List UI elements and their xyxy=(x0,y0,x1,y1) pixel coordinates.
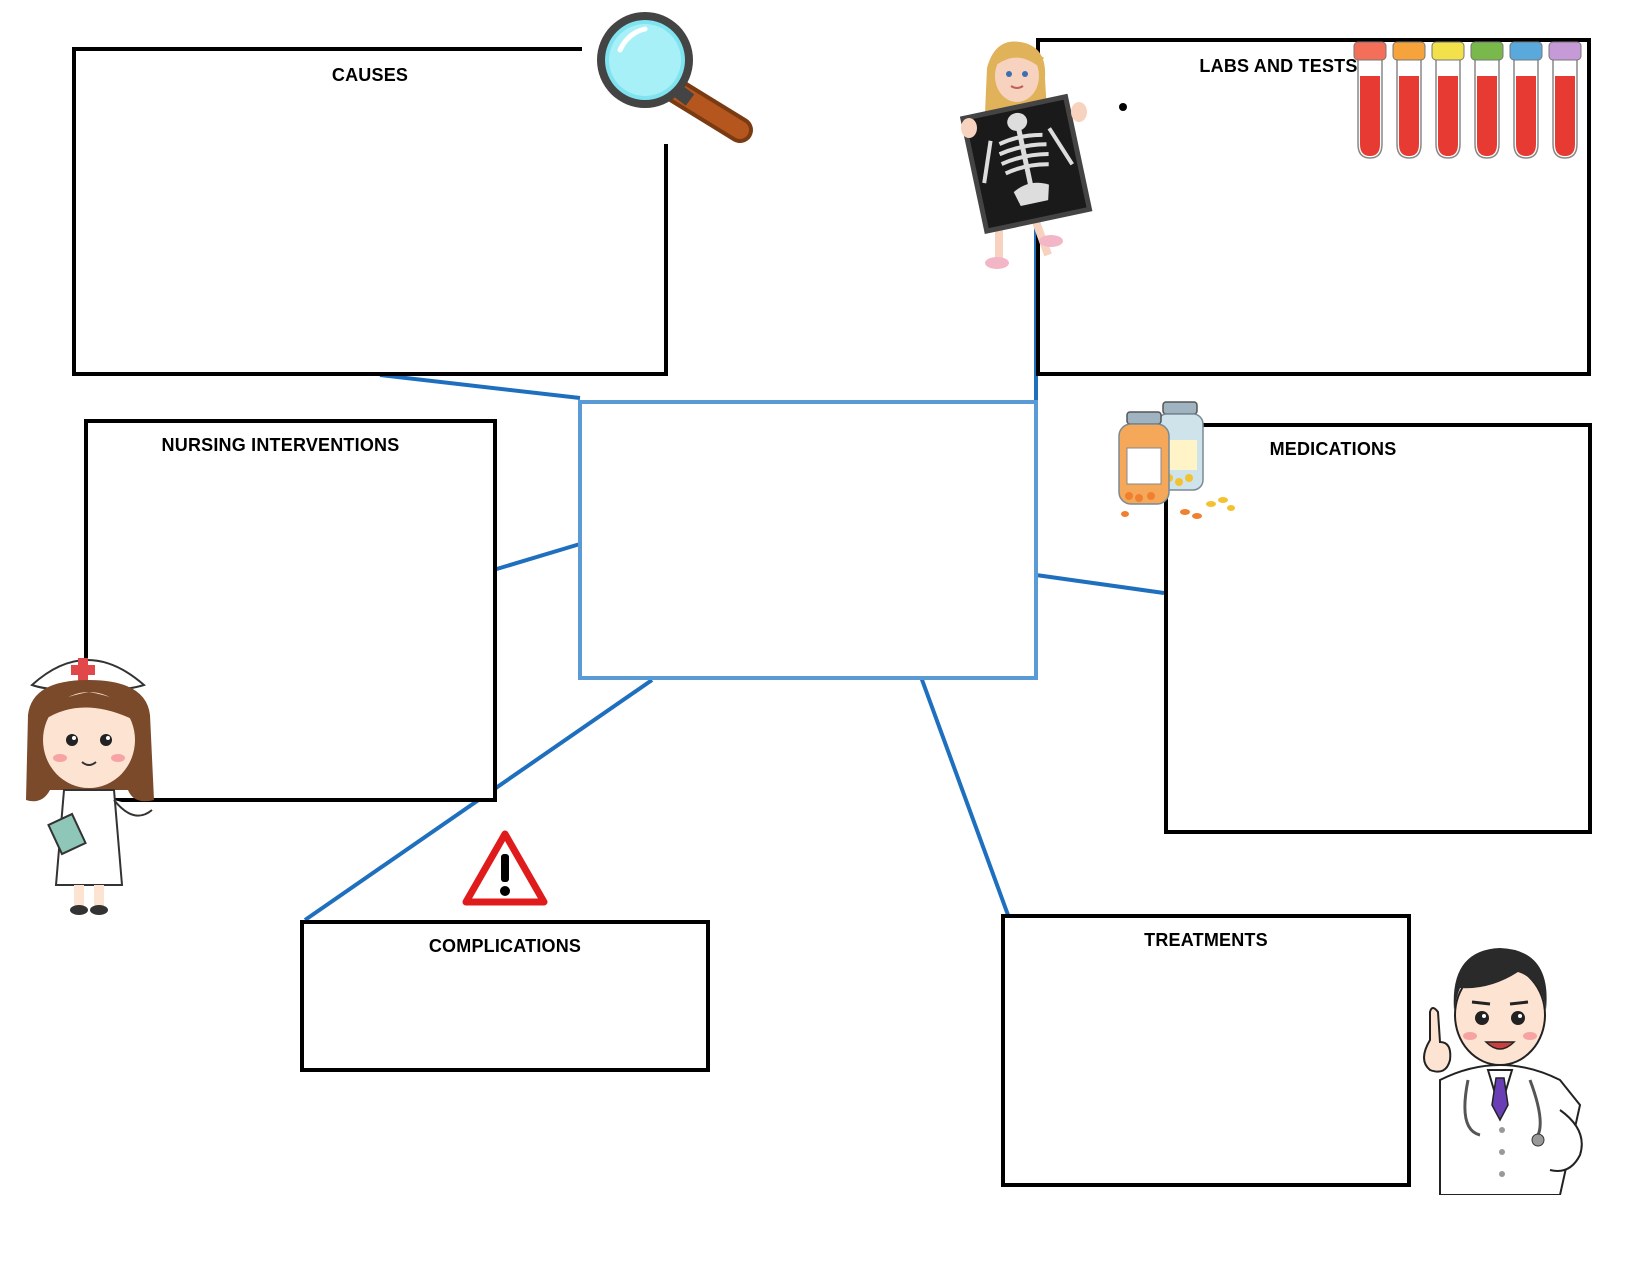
connector-treatments xyxy=(919,676,1010,916)
treatments-box: TREATMENTS xyxy=(1001,914,1411,1187)
connector-causes xyxy=(379,373,581,400)
connector-nursing xyxy=(489,542,581,573)
causes-box: CAUSES xyxy=(72,47,668,376)
nursing-interventions-box: NURSING INTERVENTIONS xyxy=(84,419,497,802)
pill-bottles-icon xyxy=(1118,401,1235,519)
test-tube-cap xyxy=(1431,41,1465,61)
test-tube-blood xyxy=(1438,76,1458,156)
magnifying-glass-icon xyxy=(597,12,753,143)
labs-tests-title: LABS AND TESTS xyxy=(1199,56,1358,76)
causes-title: CAUSES xyxy=(331,65,409,85)
xray-girl-icon xyxy=(959,41,1093,269)
test-tubes-icon xyxy=(1353,41,1582,159)
test-tube-cap xyxy=(1470,41,1504,61)
medications-box: MEDICATIONS xyxy=(1164,423,1592,834)
test-tube-blood xyxy=(1477,76,1497,156)
medications-title: MEDICATIONS xyxy=(1269,439,1397,459)
test-tube-blood xyxy=(1399,76,1419,156)
complications-box: COMPLICATIONS xyxy=(300,920,710,1072)
nursing-interventions-title: NURSING INTERVENTIONS xyxy=(161,435,400,455)
doctor-icon xyxy=(1423,948,1583,1195)
test-tube-blood xyxy=(1555,76,1575,156)
test-tube-cap xyxy=(1353,41,1387,61)
nurse-icon xyxy=(26,658,154,915)
connector-medications xyxy=(1035,573,1165,595)
complications-title: COMPLICATIONS xyxy=(428,936,582,956)
test-tube-cap xyxy=(1509,41,1543,61)
test-tube-blood xyxy=(1516,76,1536,156)
labs-bullet xyxy=(1119,103,1127,111)
warning-icon xyxy=(462,830,548,906)
test-tube-blood xyxy=(1360,76,1380,156)
test-tube-cap xyxy=(1392,41,1426,61)
test-tube-cap xyxy=(1548,41,1582,61)
center-topic-box[interactable] xyxy=(578,400,1038,680)
treatments-title: TREATMENTS xyxy=(1144,930,1268,950)
